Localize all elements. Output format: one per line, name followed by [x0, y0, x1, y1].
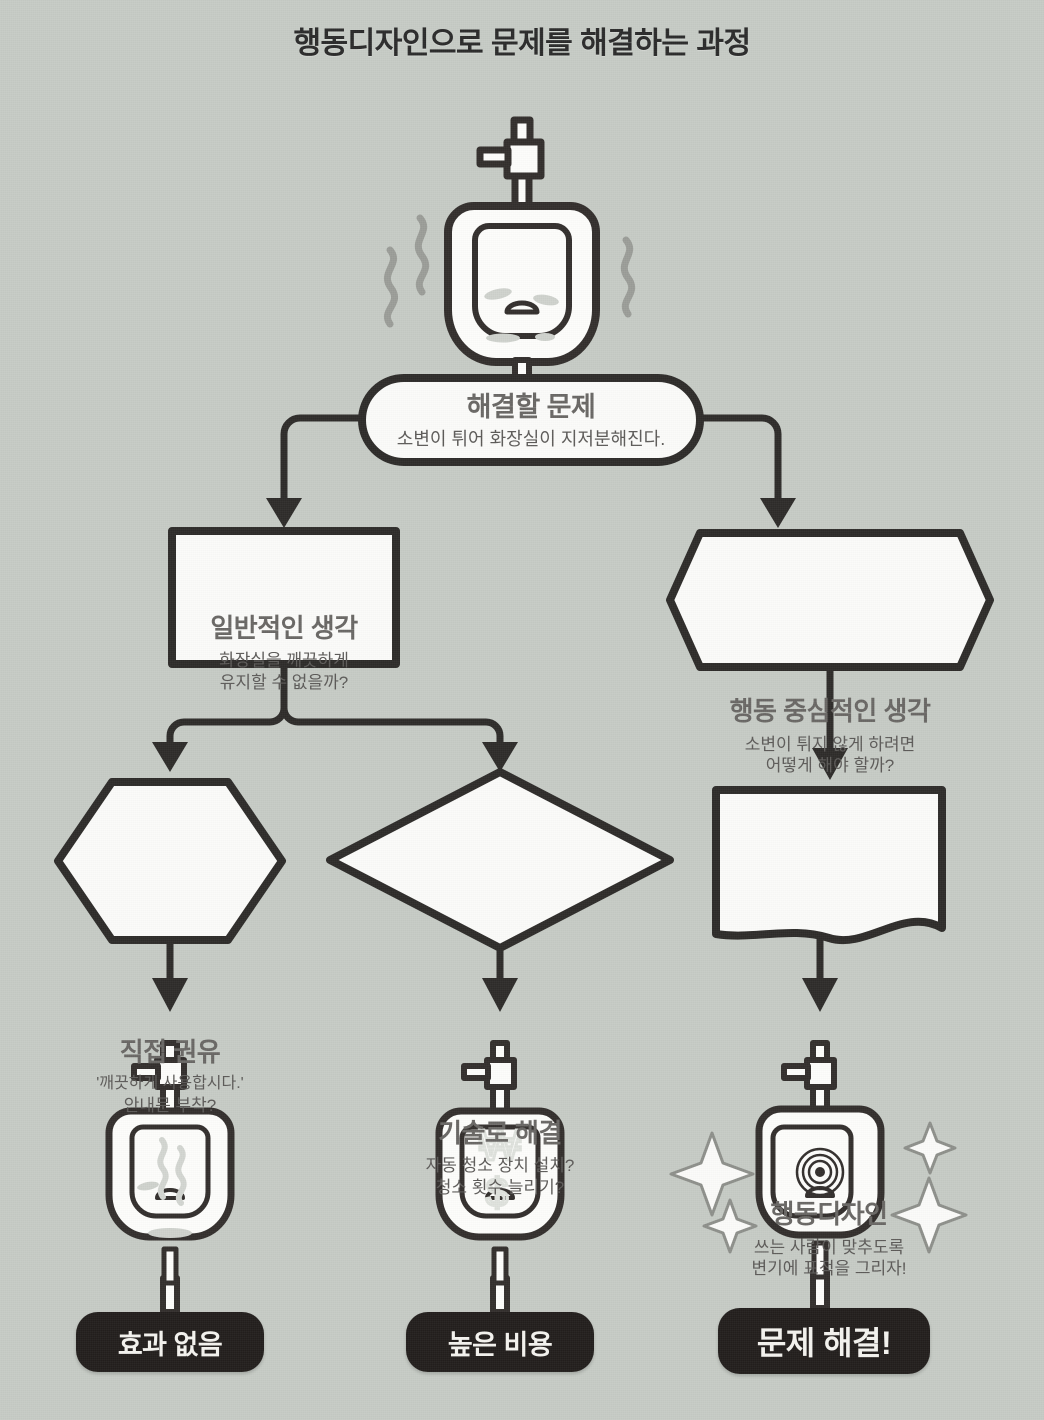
- result-pill-problem-solved: 문제 해결!: [718, 1308, 930, 1374]
- money-symbols: ₩ $: [478, 1120, 523, 1217]
- result-pill-no-effect-label: 효과 없음: [117, 1329, 223, 1360]
- odor-lines-right: [620, 236, 636, 318]
- odor-lines-left: [383, 214, 430, 328]
- result-urinal-odor: [105, 1040, 235, 1286]
- arrowhead-result-3: [802, 978, 838, 1012]
- page-title: 행동디자인으로 문제를 해결하는 과정: [293, 27, 751, 60]
- arrowhead-to-tech: [482, 742, 518, 772]
- arrowhead-to-behavior-design: [812, 748, 848, 780]
- shape-common-thinking: [168, 527, 400, 668]
- result-pill-high-cost: 높은 비용: [406, 1312, 594, 1372]
- arrowhead-to-direct: [152, 742, 188, 772]
- svg-text:₩: ₩: [479, 1121, 521, 1170]
- connector-problem-to-branches: [280, 414, 782, 504]
- svg-text:$: $: [486, 1171, 508, 1215]
- result-pill-no-effect: 효과 없음: [76, 1312, 264, 1372]
- result-pill-problem-solved-label: 문제 해결!: [756, 1325, 892, 1361]
- result-urinal-money: [435, 1040, 565, 1286]
- arrowhead-result-1: [152, 978, 188, 1012]
- arrowhead-to-common: [266, 498, 302, 528]
- arrowhead-to-behavior: [760, 498, 796, 528]
- shape-behavior-thinking: [666, 529, 994, 671]
- arrowhead-result-2: [482, 978, 518, 1012]
- target-bullseye-icon: [795, 1147, 845, 1197]
- top-urinal-illustration: [383, 116, 636, 387]
- odor-lines-inside-1: [157, 1137, 187, 1206]
- shape-direct-request: [54, 778, 286, 944]
- result-pill-high-cost-label: 높은 비용: [447, 1329, 553, 1360]
- shape-tech-solution: [326, 768, 674, 952]
- sparkle-icons: [669, 1121, 968, 1254]
- shape-behavior-design: [712, 786, 946, 944]
- result-urinal-target: [669, 1040, 968, 1280]
- connector-common-split: [166, 660, 504, 752]
- shape-problem: [358, 374, 704, 466]
